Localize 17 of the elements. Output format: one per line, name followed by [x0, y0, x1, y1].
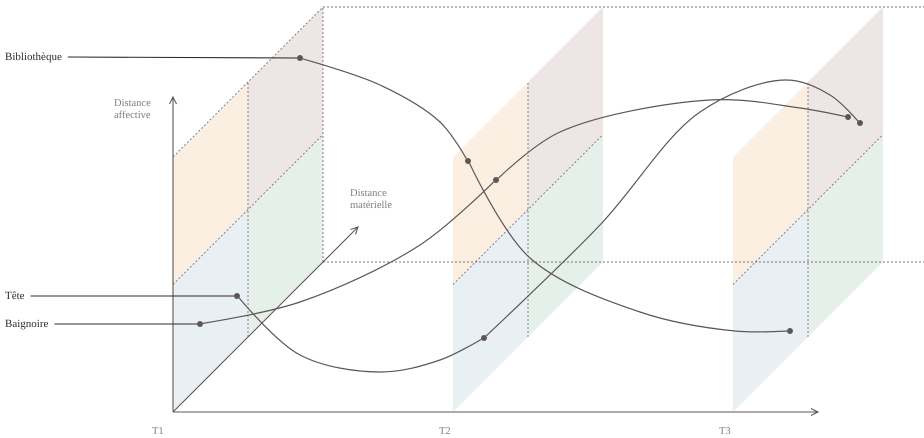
time-label: T2	[439, 426, 452, 438]
time-label: T1	[152, 426, 165, 438]
axis-label: Distance affective	[114, 98, 152, 122]
trajectory-curve	[469, 163, 788, 332]
item-label: Tête	[5, 289, 25, 303]
trajectory-curve	[302, 58, 467, 159]
leader-line	[30, 295, 234, 297]
trajectory-curve	[498, 99, 846, 179]
leader-line	[68, 56, 297, 59]
leader-line	[54, 323, 197, 325]
item-label: Baignoire	[5, 317, 48, 331]
trajectory-curve	[202, 182, 494, 324]
trajectory-curve	[486, 79, 858, 336]
time-label: T3	[719, 426, 732, 438]
trajectory-curve	[238, 298, 482, 373]
item-label: Bibliothèque	[5, 50, 62, 64]
axis-label: Distance matérielle	[350, 188, 393, 212]
